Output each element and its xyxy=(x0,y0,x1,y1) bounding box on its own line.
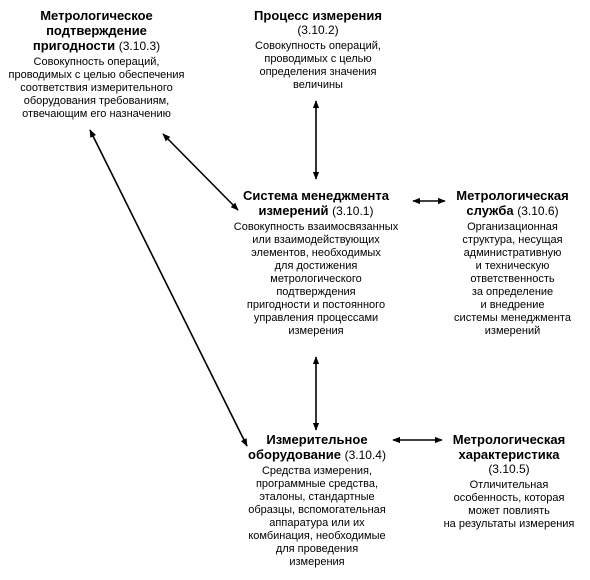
desc-line: системы менеджмента xyxy=(454,312,571,324)
node-ref: (3.10.5) xyxy=(488,462,530,476)
node-title: Система менеджмента измерений (3.10.1) xyxy=(218,188,414,219)
node-metrological-confirmation: Метрологическое подтверждение пригодност… xyxy=(4,8,189,121)
desc-line: величины xyxy=(293,79,343,91)
desc-line: аппаратура или их xyxy=(269,517,365,529)
desc-line: Совокупность взаимосвязанных xyxy=(233,221,399,233)
desc-line: метрологического xyxy=(270,273,362,285)
desc-line: для достижения xyxy=(274,260,358,272)
node-metrological-characteristic: Метрологическая характеристика (3.10.5) … xyxy=(430,432,588,531)
desc-line: измерений xyxy=(484,325,541,337)
title-line: Система менеджмента xyxy=(242,188,389,203)
desc-line: может повлиять xyxy=(468,505,550,517)
desc-line: за определение xyxy=(471,286,554,298)
desc-line: программные средства, xyxy=(255,478,379,490)
node-ref: (3.10.1) xyxy=(332,204,374,218)
desc-line: Совокупность операций, xyxy=(255,40,381,52)
node-description: Совокупность взаимосвязанных или взаимод… xyxy=(218,221,414,338)
desc-line: подтверждения xyxy=(276,286,356,298)
desc-line: и внедрение xyxy=(480,299,545,311)
desc-line: для проведения xyxy=(275,543,359,555)
title-line: подтверждение xyxy=(46,23,147,38)
node-title: Измерительное оборудование (3.10.4) xyxy=(236,432,398,463)
title-line: служба xyxy=(466,203,514,218)
arrow-confirmation-equipment xyxy=(89,129,248,447)
node-title: Метрологическое подтверждение пригодност… xyxy=(4,8,189,54)
desc-line: Средства измерения, xyxy=(261,465,373,477)
node-measurement-process: Процесс измерения (3.10.2) Совокупность … xyxy=(228,8,408,92)
title-line: Метрологическая xyxy=(456,188,569,203)
node-measurement-management-system: Система менеджмента измерений (3.10.1) С… xyxy=(218,188,414,338)
desc-line: и техническую xyxy=(475,260,550,272)
title-line: Метрологическое xyxy=(40,8,153,23)
desc-line: эталоны, стандартные xyxy=(259,491,375,503)
node-ref: (3.10.3) xyxy=(118,39,161,53)
desc-line: управления процессами xyxy=(253,312,379,324)
node-description: Совокупность операций, проводимых с цель… xyxy=(228,40,408,92)
title-line: Измерительное xyxy=(266,432,368,447)
desc-line: измерения xyxy=(289,556,345,568)
node-ref: (3.10.2) xyxy=(297,23,339,37)
desc-line: пригодности и постоянного xyxy=(246,299,386,311)
desc-line: особенность, которая xyxy=(453,492,565,504)
desc-line: соответствия измерительного xyxy=(20,82,173,94)
desc-line: оборудования требованиям, xyxy=(23,95,170,107)
title-line: измерений xyxy=(258,203,329,218)
node-ref: (3.10.4) xyxy=(344,448,386,462)
desc-line: на результаты измерения xyxy=(443,518,575,530)
node-description: Отличительная особенность, которая может… xyxy=(430,479,588,531)
desc-line: определения значения xyxy=(259,66,377,78)
node-measuring-equipment: Измерительное оборудование (3.10.4) Сред… xyxy=(236,432,398,569)
desc-line: структура, несущая xyxy=(462,234,563,246)
desc-line: комбинация, необходимые xyxy=(248,530,386,542)
desc-line: Организационная xyxy=(467,221,558,233)
node-ref: (3.10.6) xyxy=(517,204,559,218)
desc-line: Совокупность операций, xyxy=(33,56,160,68)
desc-line: измерения xyxy=(288,325,344,337)
title-line: оборудование xyxy=(248,447,341,462)
desc-line: Отличительная xyxy=(469,479,549,491)
title-line: Процесс измерения xyxy=(254,8,382,23)
node-title: Метрологическая характеристика (3.10.5) xyxy=(430,432,588,477)
node-metrological-service: Метрологическая служба (3.10.6) Организа… xyxy=(440,188,585,338)
desc-line: проводимых с целью обеспечения xyxy=(8,69,185,81)
title-line: Метрологическая xyxy=(452,432,566,447)
desc-line: отвечающим его назначению xyxy=(22,108,171,120)
title-line: пригодности xyxy=(32,38,116,53)
desc-line: или взаимодействующих xyxy=(252,234,380,246)
desc-line: образцы, вспомогательная xyxy=(248,504,386,516)
desc-line: ответственность xyxy=(470,273,555,285)
desc-line: проводимых с целью xyxy=(264,53,372,65)
node-title: Метрологическая служба (3.10.6) xyxy=(440,188,585,219)
desc-line: административную xyxy=(463,247,562,259)
node-title: Процесс измерения (3.10.2) xyxy=(228,8,408,38)
node-description: Совокупность операций, проводимых с цель… xyxy=(4,56,189,121)
node-description: Организационная структура, несущая админ… xyxy=(440,221,585,338)
desc-line: элементов, необходимых xyxy=(251,247,381,259)
title-line: характеристика xyxy=(458,447,560,462)
node-description: Средства измерения, программные средства… xyxy=(236,465,398,569)
